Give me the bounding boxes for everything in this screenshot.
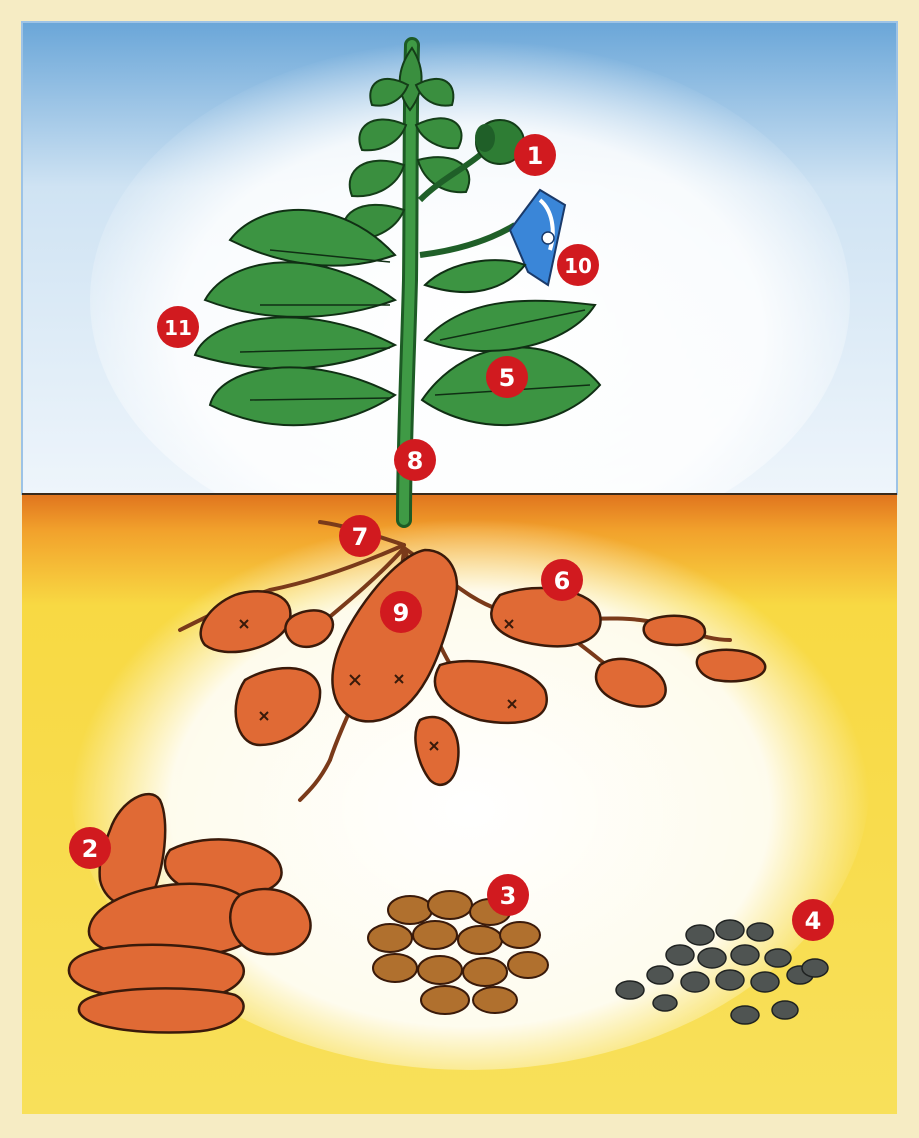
svg-text:1: 1 [527, 142, 544, 170]
svg-text:6: 6 [554, 567, 571, 595]
svg-text:2: 2 [82, 835, 99, 863]
marker-6: 6 [541, 559, 583, 601]
svg-text:8: 8 [407, 447, 424, 475]
marker-8: 8 [394, 439, 436, 481]
marker-11: 11 [157, 306, 199, 348]
svg-text:5: 5 [499, 364, 516, 392]
marker-5: 5 [486, 356, 528, 398]
svg-text:4: 4 [805, 907, 822, 935]
marker-2: 2 [69, 827, 111, 869]
marker-7: 7 [339, 515, 381, 557]
marker-10: 10 [557, 244, 599, 286]
marker-1: 1 [514, 134, 556, 176]
svg-text:3: 3 [500, 882, 517, 910]
svg-text:7: 7 [352, 523, 369, 551]
marker-3: 3 [487, 874, 529, 916]
svg-text:11: 11 [164, 316, 192, 340]
svg-text:10: 10 [564, 254, 592, 278]
marker-9: 9 [380, 591, 422, 633]
marker-4: 4 [792, 899, 834, 941]
svg-text:9: 9 [393, 599, 410, 627]
